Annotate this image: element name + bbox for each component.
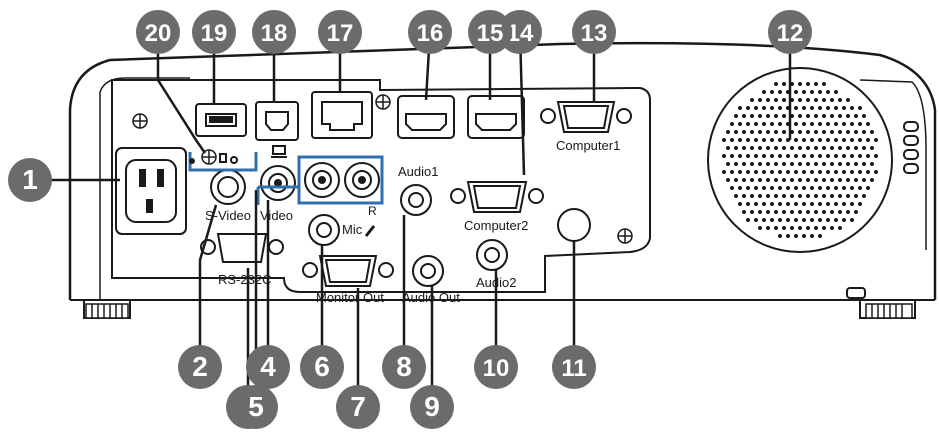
callout-number: 1 (22, 164, 38, 195)
mic-jack (308, 214, 340, 246)
label-audio1: Audio1 (398, 164, 438, 179)
callout-number: 12 (777, 20, 804, 47)
callout-9: 9 (410, 385, 454, 429)
callout-number: 7 (350, 391, 366, 422)
audio2-jack (476, 239, 508, 271)
callout-layer: 1234567891011121314151617181920 (8, 10, 812, 429)
connector-panel (111, 79, 651, 293)
label-rs232c: RS-232C (218, 272, 271, 287)
callout-5: 5 (234, 385, 278, 429)
front-foot-right (865, 303, 913, 319)
callout-20: 20 (136, 10, 180, 54)
security-slot-icon (846, 287, 866, 299)
callout-4: 4 (246, 345, 290, 389)
callout-2: 2 (178, 345, 222, 389)
computer2-port (450, 181, 544, 213)
hdmi-port-icon (397, 95, 525, 139)
callout-6: 6 (300, 345, 344, 389)
callout-number: 5 (248, 391, 264, 422)
callout-15: 15 (468, 10, 512, 54)
callout-1: 1 (8, 158, 52, 202)
label-computer2: Computer2 (464, 218, 528, 233)
callout-16: 16 (408, 10, 452, 54)
audio-input-highlight (256, 155, 384, 205)
callout-19: 19 (192, 10, 236, 54)
callout-number: 13 (581, 20, 608, 47)
power-inlet-icon (115, 147, 187, 235)
remote-receiver (557, 208, 591, 242)
label-mic: Mic (342, 222, 363, 237)
label-computer1: Computer1 (556, 138, 620, 153)
callout-number: 16 (417, 20, 444, 47)
mic-icon (364, 225, 376, 237)
callout-number: 8 (396, 351, 412, 382)
callout-7: 7 (336, 385, 380, 429)
video-jack (260, 165, 296, 201)
callout-number: 2 (192, 351, 208, 382)
callout-number: 18 (261, 20, 288, 47)
computer1-port (540, 101, 632, 133)
audio1-jack (400, 184, 432, 216)
label-audio-r: R (368, 204, 377, 218)
usb-b-port-icon (255, 101, 299, 141)
audio-l-jack (304, 162, 340, 198)
callout-18: 18 (252, 10, 296, 54)
screws (132, 94, 633, 244)
lan-port-icon (311, 91, 373, 139)
audio-r-jack (344, 162, 380, 198)
audio-out-jack (412, 255, 444, 287)
monitor-out-port (302, 255, 394, 287)
callout-12: 12 (768, 10, 812, 54)
callout-number: 10 (483, 355, 510, 382)
callout-number: 9 (424, 391, 440, 422)
callout-number: 17 (327, 20, 354, 47)
callout-number: 11 (561, 355, 586, 382)
rs232c-port (200, 233, 284, 263)
callout-13: 13 (572, 10, 616, 54)
svideo-jack (210, 169, 246, 205)
callout-number: 19 (201, 20, 228, 47)
callout-number: 4 (260, 351, 276, 382)
callout-number: 15 (477, 20, 504, 47)
service-symbol-icons (189, 145, 287, 164)
label-video: Video (260, 208, 293, 223)
callout-10: 10 (474, 345, 518, 389)
speaker-grille-icon (707, 67, 893, 253)
label-monitor-out: Monitor Out (316, 290, 384, 305)
usb-a-port-icon (195, 103, 247, 137)
callout-8: 8 (382, 345, 426, 389)
front-foot-left (85, 303, 129, 319)
label-svideo: S-Video (205, 208, 251, 223)
callout-11: 11 (552, 345, 596, 389)
callout-number: 6 (314, 351, 330, 382)
callout-number: 20 (145, 20, 172, 47)
callout-17: 17 (318, 10, 362, 54)
side-vents (903, 121, 919, 174)
